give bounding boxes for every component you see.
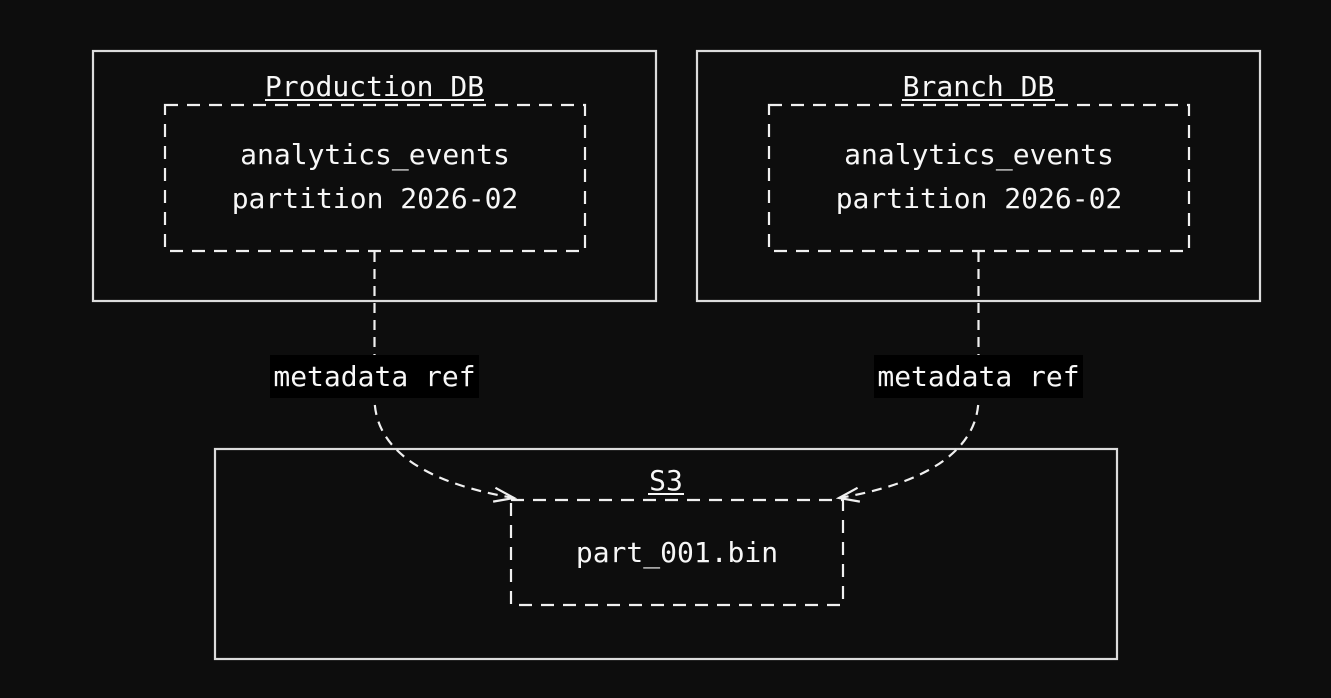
node-label-line2: partition 2026-02: [836, 182, 1123, 215]
node-production-analytics-events: analytics_events partition 2026-02: [163, 103, 587, 253]
subgraph-title-s3: S3: [649, 464, 683, 497]
node-box-production: [163, 103, 587, 253]
subgraph-title-branch-db: Branch DB: [903, 70, 1055, 103]
node-label-line1: part_001.bin: [576, 536, 778, 570]
node-label-line1: analytics_events: [240, 138, 510, 172]
edge-label-bg: [874, 355, 1083, 398]
edge-label-production-metadata-ref: metadata ref: [270, 355, 479, 398]
subgraph-title-production-db: Production DB: [265, 70, 484, 103]
edge-label-text: metadata ref: [273, 360, 475, 393]
subgraph-box-production-db: [91, 49, 658, 303]
subgraph-branch-db: Branch DB analytics_events partition 202…: [695, 49, 1262, 303]
node-label-line2: partition 2026-02: [232, 182, 519, 215]
subgraph-s3: S3 part_001.bin: [213, 447, 1119, 661]
subgraph-production-db: Production DB analytics_events partition…: [91, 49, 658, 303]
subgraph-box-s3: [213, 447, 1119, 661]
edge-branch-to-s3: [839, 252, 980, 498]
edge-production-to-s3: [373, 252, 515, 498]
node-box-branch: [767, 103, 1191, 253]
node-label-line1: analytics_events: [844, 138, 1114, 172]
edge-label-bg: [270, 355, 479, 398]
subgraph-box-branch-db: [695, 49, 1262, 303]
node-branch-analytics-events: analytics_events partition 2026-02: [767, 103, 1191, 253]
edge-label-branch-metadata-ref: metadata ref: [874, 355, 1083, 398]
node-box-s3: [509, 498, 845, 607]
node-s3-part-001-bin: part_001.bin: [509, 498, 845, 607]
edge-label-text: metadata ref: [877, 360, 1079, 393]
